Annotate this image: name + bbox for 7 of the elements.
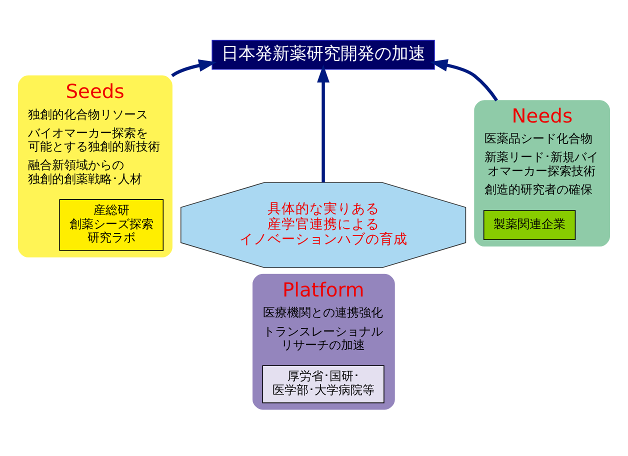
node-box: 産総研創薬シーズ探索研究ラボ — [59, 199, 164, 251]
arrow — [317, 64, 330, 182]
arrow — [430, 59, 498, 102]
node-box: 製薬関連企業 — [483, 210, 576, 240]
node-box: 厚労省･国研･医学部･大学病院等 — [262, 365, 384, 404]
arrow — [171, 59, 217, 78]
node-box: 日本発新薬研究開発の加速 — [212, 40, 435, 70]
